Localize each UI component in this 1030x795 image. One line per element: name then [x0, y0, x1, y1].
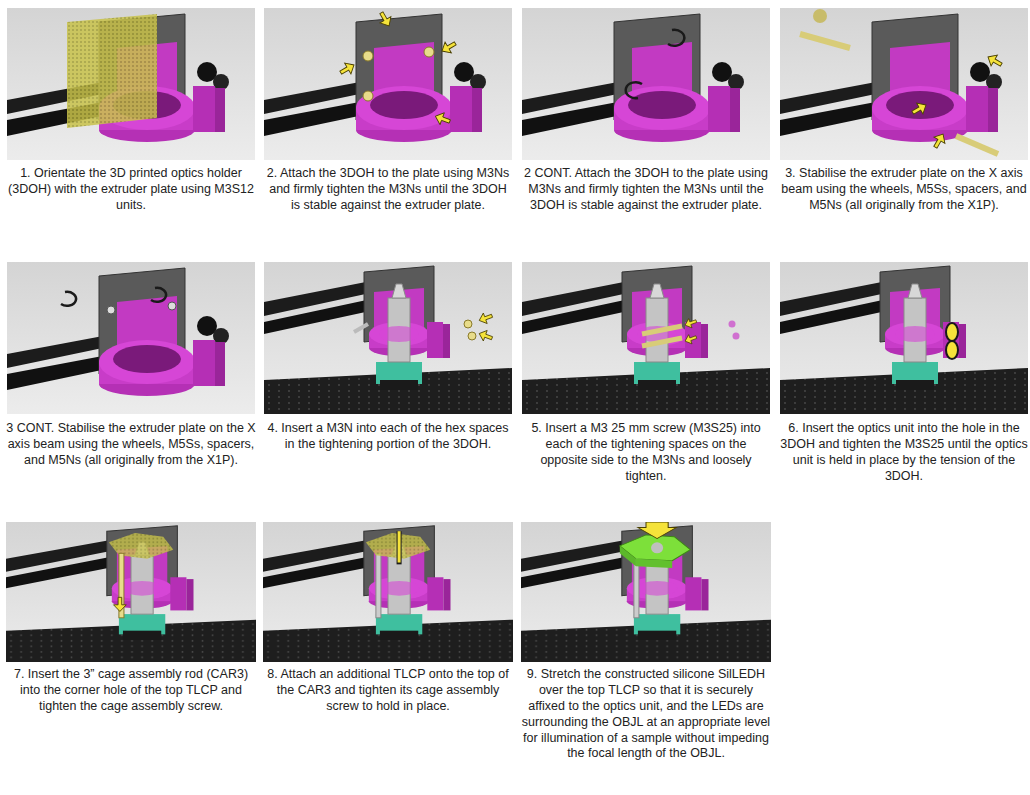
step-caption: 4. Insert a M3N into each of the hex spa… — [263, 421, 513, 453]
step-illustration — [779, 8, 1029, 160]
m5-screw — [800, 34, 850, 48]
step-caption: 6. Insert the optics unit into the hole … — [779, 421, 1029, 485]
step-illustration — [6, 8, 256, 160]
step-caption: 3 CONT. Stabilise the extruder plate on … — [6, 421, 256, 469]
step-illustration — [263, 8, 513, 160]
step-caption: 9. Stretch the constructed silicone SilL… — [521, 667, 771, 762]
step-caption: 1. Orientate the 3D printed optics holde… — [6, 166, 256, 214]
step-illustration — [779, 262, 1029, 414]
step-caption: 7. Insert the 3” cage assembly rod (CAR3… — [6, 667, 256, 715]
step-illustration — [6, 522, 256, 662]
step-caption: 2. Attach the 3DOH to the plate using M3… — [263, 166, 513, 214]
step-illustration — [521, 262, 771, 414]
rotate-arrow — [626, 82, 642, 98]
step-illustration — [521, 8, 771, 160]
step-illustration — [263, 522, 513, 662]
step-caption: 8. Attach an additional TLCP onto the to… — [263, 667, 513, 715]
transparent-plate — [67, 14, 157, 128]
m5-screw — [956, 136, 998, 154]
step-illustration — [263, 262, 513, 414]
step-illustration — [6, 262, 256, 414]
step-caption: 3. Stabilise the extruder plate on the X… — [779, 166, 1029, 214]
step-caption: 5. Insert a M3 25 mm screw (M3S25) into … — [521, 421, 771, 485]
step-caption: 2 CONT. Attach the 3DOH to the plate usi… — [521, 166, 771, 214]
step-illustration — [521, 522, 771, 662]
rotate-arrow — [668, 30, 684, 46]
